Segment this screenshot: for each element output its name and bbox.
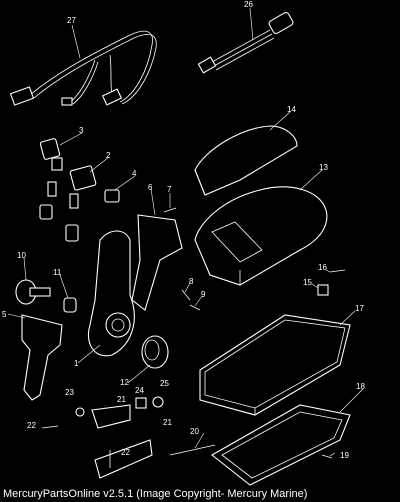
part-18-gasket xyxy=(211,404,351,486)
callout-10: 10 xyxy=(17,251,26,260)
callout-14: 14 xyxy=(287,105,296,114)
callout-16: 16 xyxy=(318,263,327,272)
part-24-clip xyxy=(135,397,147,409)
callout-3: 3 xyxy=(79,126,84,135)
callout-23: 23 xyxy=(65,388,74,397)
part-3-switch xyxy=(39,138,63,220)
callout-13: 13 xyxy=(319,163,328,172)
part-26-harness xyxy=(197,11,294,74)
part-6-lever-plate xyxy=(131,214,183,311)
leader-lines xyxy=(7,7,364,457)
callout-12: 12 xyxy=(120,378,129,387)
part-15-nut xyxy=(317,284,329,296)
part-19-screw xyxy=(321,454,333,459)
callout-22a: 22 xyxy=(27,421,36,430)
callout-15: 15 xyxy=(303,278,312,287)
callout-26: 26 xyxy=(244,0,253,9)
part-27-wiring-harness xyxy=(9,30,157,106)
callout-27: 27 xyxy=(67,16,76,25)
part-2-switch xyxy=(65,165,97,242)
callout-8: 8 xyxy=(189,277,194,286)
part-12-sleeve xyxy=(141,335,169,369)
part-17-base-tray xyxy=(199,314,351,416)
callout-11: 11 xyxy=(53,268,62,277)
part-23-nut xyxy=(75,407,85,417)
part-8-pin xyxy=(181,289,191,301)
part-13-housing xyxy=(194,186,328,286)
part-21-bracket-b xyxy=(94,439,153,479)
callout-9: 9 xyxy=(201,290,206,299)
part-9-screw xyxy=(189,304,201,311)
part-10-knob xyxy=(15,279,51,305)
callout-19: 19 xyxy=(340,451,349,460)
callout-labels: 27 26 14 3 2 4 13 6 7 10 11 16 15 8 9 5 … xyxy=(2,0,365,460)
callout-6: 6 xyxy=(148,183,153,192)
callout-1: 1 xyxy=(74,359,79,368)
part-20-bolt xyxy=(169,444,216,456)
callout-21a: 21 xyxy=(117,395,126,404)
part-14-cover xyxy=(194,125,298,196)
callout-20: 20 xyxy=(190,427,199,436)
callout-5: 5 xyxy=(2,310,7,319)
copyright-caption: MercuryPartsOnline v2.5.1 (Image Copyrig… xyxy=(3,488,308,500)
callout-25: 25 xyxy=(160,379,169,388)
callout-21b: 21 xyxy=(163,418,172,427)
callout-7: 7 xyxy=(167,185,172,194)
part-7-screw xyxy=(163,207,177,213)
part-1-lever-body xyxy=(87,230,135,357)
part-11-bushing xyxy=(63,297,77,313)
part-16-screw xyxy=(329,269,346,273)
callout-4: 4 xyxy=(132,169,137,178)
part-22-screw-a xyxy=(41,425,59,429)
callout-17: 17 xyxy=(355,304,364,313)
callout-18: 18 xyxy=(356,382,365,391)
part-21-bracket-a xyxy=(91,404,131,429)
callout-2: 2 xyxy=(106,151,111,160)
part-5-handle xyxy=(21,314,63,401)
part-4-clip xyxy=(104,189,120,203)
part-25-ring xyxy=(152,396,164,408)
callout-24: 24 xyxy=(135,386,144,395)
callout-22b: 22 xyxy=(121,448,130,457)
